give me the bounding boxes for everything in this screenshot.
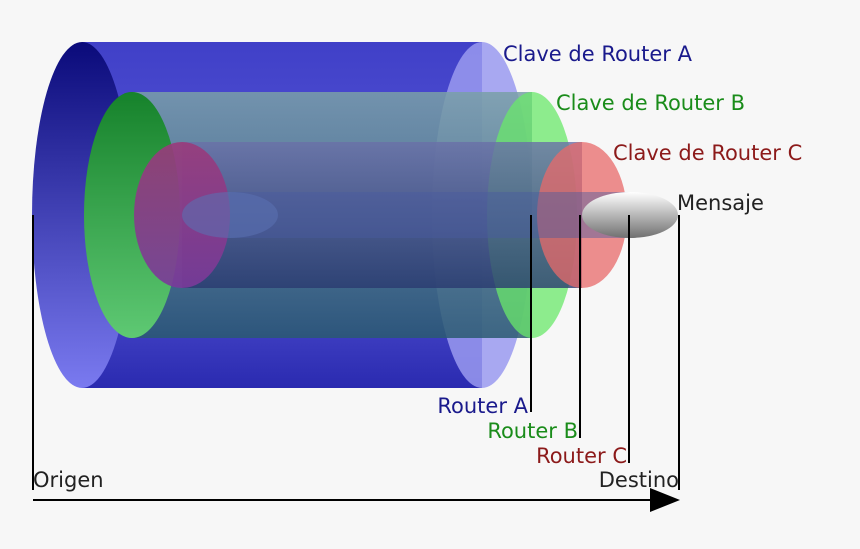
label-key-a: Clave de Router A: [503, 42, 693, 66]
label-router-b: Router B: [487, 419, 578, 443]
label-origin: Origen: [33, 468, 104, 492]
label-key-b: Clave de Router B: [556, 91, 745, 115]
label-router-c: Router C: [536, 444, 627, 468]
label-router-a: Router A: [437, 394, 528, 418]
label-destination: Destino: [599, 468, 679, 492]
marker-lines: [32, 215, 680, 490]
arrow-head-icon: [650, 488, 680, 512]
path-arrow: [33, 488, 680, 512]
label-message: Mensaje: [677, 191, 764, 215]
label-key-c: Clave de Router C: [613, 141, 802, 165]
message-core: [182, 192, 678, 238]
